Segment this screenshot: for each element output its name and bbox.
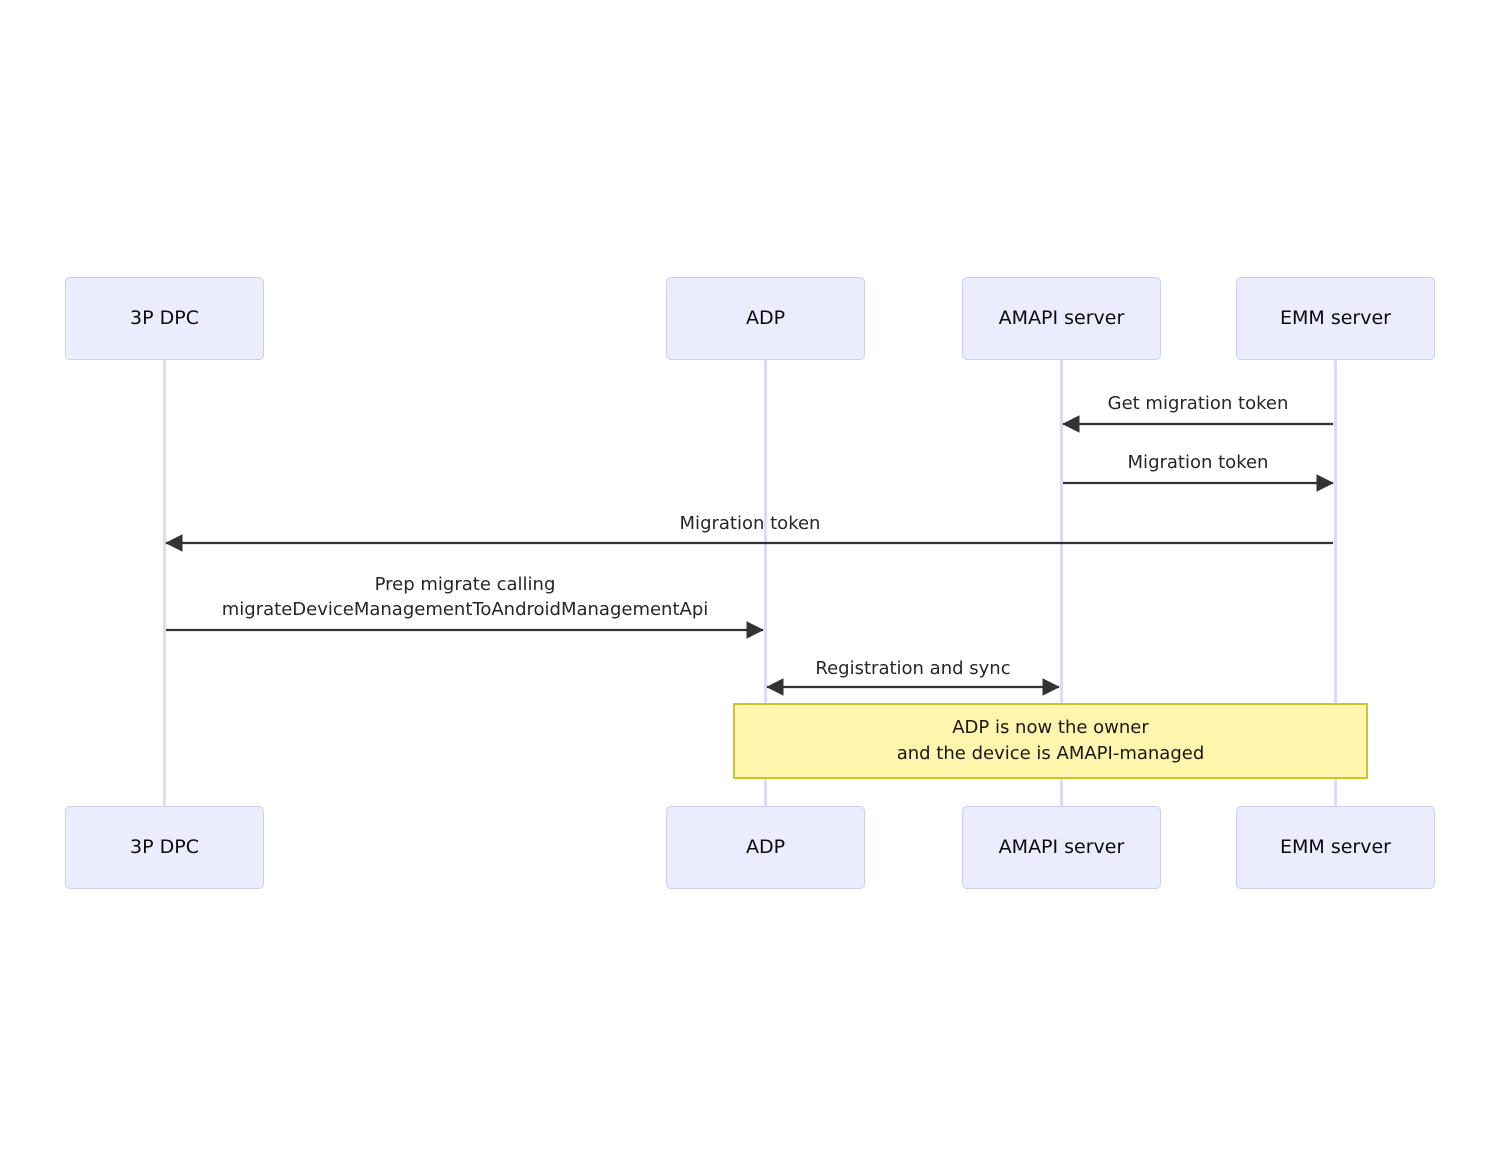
note-text: ADP is now the owner and the device is AM… bbox=[897, 715, 1205, 767]
message-label-line: Registration and sync bbox=[815, 658, 1011, 679]
participant-label-adp: ADP bbox=[745, 307, 786, 330]
lifeline-amapi bbox=[1060, 360, 1063, 806]
message-label-line: Prep migrate calling bbox=[374, 574, 556, 595]
lifeline-dpc bbox=[163, 360, 166, 806]
message-label-m1: Get migration token bbox=[1108, 391, 1289, 416]
note-text-line: and the device is AMAPI-managed bbox=[896, 743, 1205, 764]
lifeline-adp bbox=[764, 360, 767, 806]
participant-label-dpc: 3P DPC bbox=[130, 836, 199, 859]
participant-box-adp-bottom[interactable]: ADP bbox=[666, 806, 865, 889]
participant-box-dpc-top[interactable]: 3P DPC bbox=[65, 277, 264, 360]
participant-label-dpc: 3P DPC bbox=[130, 307, 199, 330]
message-label-line: migrateDeviceManagementToAndroidManageme… bbox=[221, 599, 709, 620]
participant-label-adp: ADP bbox=[745, 836, 786, 859]
message-label-line: Migration token bbox=[679, 513, 821, 534]
participant-box-adp-top[interactable]: ADP bbox=[666, 277, 865, 360]
participant-box-emm-top[interactable]: EMM server bbox=[1236, 277, 1435, 360]
participant-label-emm: EMM server bbox=[1280, 307, 1391, 330]
message-label-line: Migration token bbox=[1127, 452, 1269, 473]
note-text-line: ADP is now the owner bbox=[952, 717, 1149, 738]
participant-box-emm-bottom[interactable]: EMM server bbox=[1236, 806, 1435, 889]
participant-label-emm: EMM server bbox=[1280, 836, 1391, 859]
participant-box-amapi-top[interactable]: AMAPI server bbox=[962, 277, 1161, 360]
message-label-m3: Migration token bbox=[680, 511, 821, 536]
participant-label-amapi: AMAPI server bbox=[998, 307, 1125, 330]
note-box-n1: ADP is now the owner and the device is AM… bbox=[733, 703, 1368, 779]
message-label-line: Get migration token bbox=[1107, 393, 1289, 414]
participant-label-amapi: AMAPI server bbox=[998, 836, 1125, 859]
message-label-m5: Registration and sync bbox=[815, 656, 1010, 681]
lifeline-emm bbox=[1334, 360, 1337, 806]
participant-box-dpc-bottom[interactable]: 3P DPC bbox=[65, 806, 264, 889]
participant-box-amapi-bottom[interactable]: AMAPI server bbox=[962, 806, 1161, 889]
message-label-m2: Migration token bbox=[1128, 450, 1269, 475]
message-label-m4: Prep migrate calling migrateDeviceManagem… bbox=[222, 572, 709, 622]
